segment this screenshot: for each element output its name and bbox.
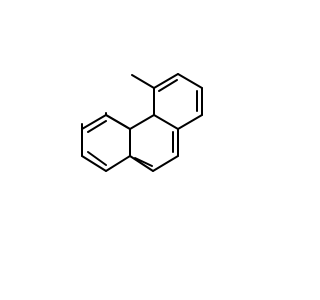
bond (152, 155, 179, 172)
bond (134, 157, 153, 167)
bond (177, 114, 203, 130)
bond (105, 155, 131, 172)
bond (153, 73, 179, 89)
bond (129, 155, 154, 172)
bond (81, 155, 107, 172)
bond (177, 73, 203, 89)
bond (153, 114, 179, 130)
bond (87, 120, 107, 133)
bonds (81, 73, 203, 172)
bond (105, 114, 131, 130)
bond (158, 79, 178, 92)
bond (131, 74, 155, 89)
molecule-diagram (81, 73, 203, 172)
bond (129, 114, 155, 130)
bond (87, 151, 107, 166)
bond (81, 114, 107, 130)
structure-canvas (81, 73, 203, 172)
